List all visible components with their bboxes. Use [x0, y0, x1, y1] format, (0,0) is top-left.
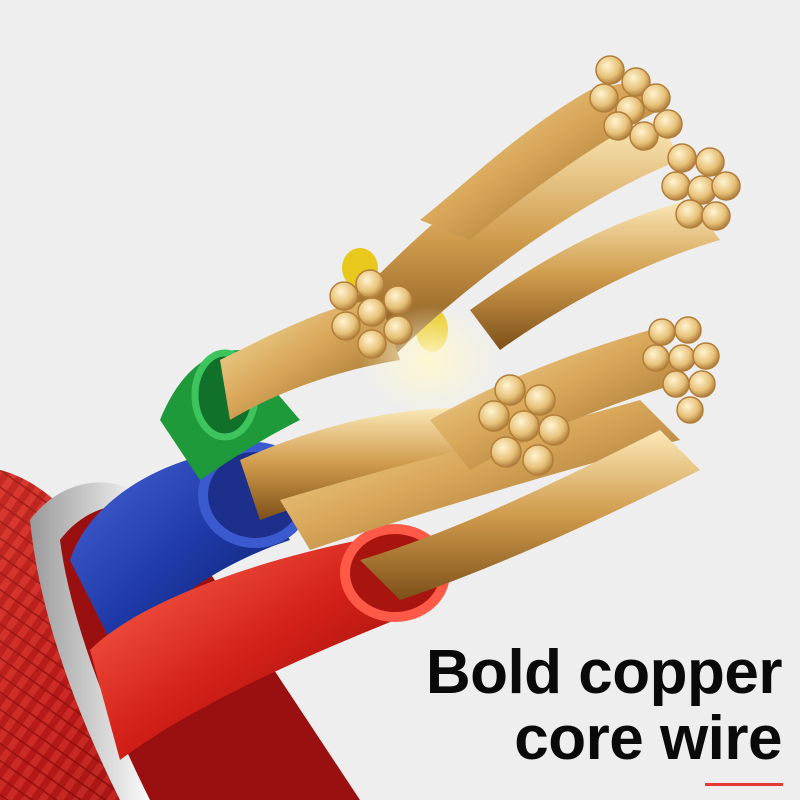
headline-line-2: core wire	[514, 704, 782, 773]
strand-ends-top	[589, 55, 683, 151]
accent-underline	[705, 783, 783, 786]
strand-ends-left	[329, 269, 413, 359]
strand-ends-lower-right	[642, 316, 720, 424]
headline-line-1: Bold copper	[425, 638, 783, 707]
headline: Bold copper core wire	[425, 638, 783, 773]
strand-ends-center	[478, 374, 570, 476]
strand-ends-right	[661, 143, 741, 231]
